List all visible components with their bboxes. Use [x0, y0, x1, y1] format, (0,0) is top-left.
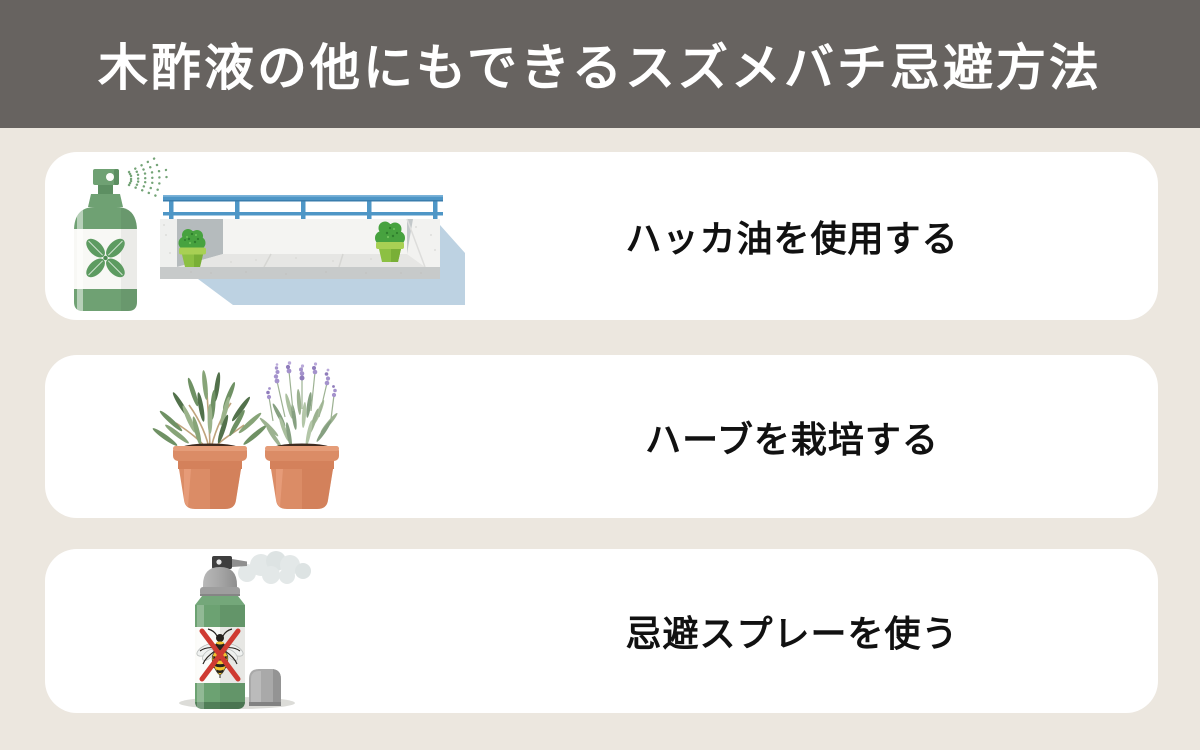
potted-plant-left-icon [178, 229, 206, 267]
card-repellent-spray-illustration [175, 551, 345, 711]
card-grow-herbs: ハーブを栽培する [45, 355, 1158, 518]
wasp-repellent-spray-can-icon [179, 551, 311, 709]
herb-pots-icon [152, 360, 339, 509]
spray-smoke-icon [238, 551, 311, 584]
potted-plant-right-icon [375, 221, 405, 262]
rosemary-pot-icon [152, 369, 267, 509]
mint-spray-and-balcony-icon [74, 155, 465, 311]
page-title: 木酢液の他にもできるスズメバチ忌避方法 [98, 40, 1102, 96]
card-grow-herbs-illustration [141, 359, 341, 515]
card-label-grow-herbs: ハーブを栽培する [645, 418, 939, 460]
card-label-repellent-spray: 忌避スプレーを使う [625, 613, 959, 654]
concrete-speckles [190, 271, 422, 275]
lavender-flowers-icon [266, 360, 337, 399]
mint-spray-bottle-icon [74, 169, 137, 311]
prohibited-cross-icon [199, 628, 241, 682]
card-repellent-spray: 忌避スプレーを使う [45, 549, 1158, 713]
lavender-pot-icon [259, 360, 339, 509]
infographic-page: 木酢液の他にもできるスズメバチ忌避方法 [0, 0, 1200, 713]
card-mint-oil: ハッカ油を使用する [45, 152, 1158, 320]
balcony-icon [160, 195, 465, 305]
spray-cap-icon [249, 669, 281, 706]
card-mint-oil-illustration [71, 155, 471, 317]
spray-mist-icon [127, 155, 169, 199]
card-label-mint-oil: ハッカ油を使用する [625, 218, 959, 259]
mint-leaf-icon [86, 238, 125, 278]
card-list: ハッカ油を使用する [45, 152, 1158, 713]
header: 木酢液の他にもできるスズメバチ忌避方法 [0, 0, 1200, 128]
